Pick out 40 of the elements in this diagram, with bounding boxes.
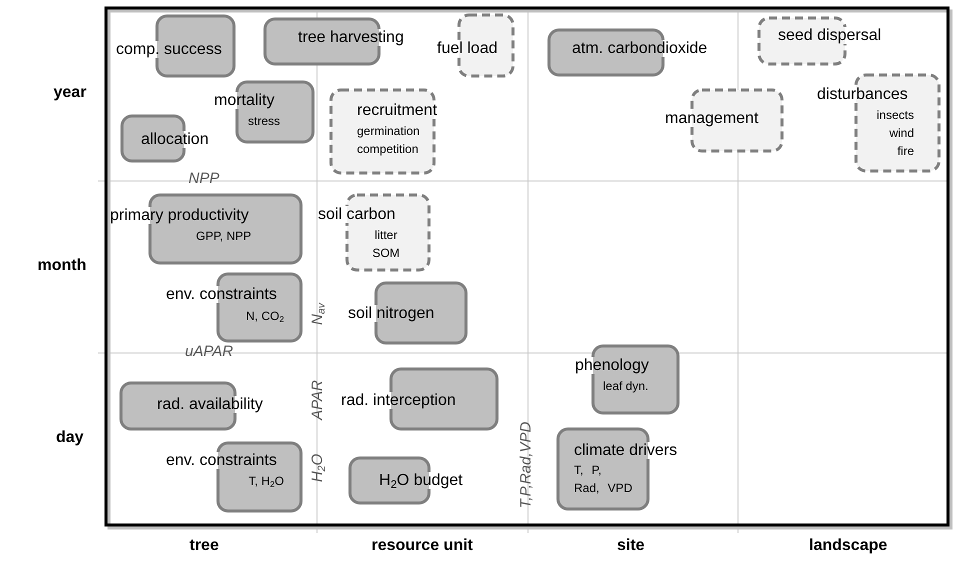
node-label: seed dispersal [778, 27, 882, 45]
node-label: fuel load [437, 40, 498, 58]
row-label: day [56, 429, 84, 447]
node-label: env. constraints [166, 286, 277, 304]
node-label: mortality [214, 92, 274, 110]
node-label: climate drivers [574, 442, 678, 460]
node-label: soil carbon [318, 206, 396, 224]
node-label: env. constraints [166, 452, 277, 470]
node-detail: T, H$_{2}$O [248, 473, 284, 490]
node-label: phenology [575, 357, 649, 375]
node-label: management [665, 110, 758, 128]
node-label: recruitment [357, 102, 438, 120]
node-label: allocation [141, 131, 209, 149]
node-label: rad. availability [157, 396, 263, 414]
node-detail: germination competition [357, 123, 421, 158]
node-detail: leaf dyn. [603, 378, 648, 395]
node-detail: insects wind fire [876, 107, 914, 160]
node-label: soil nitrogen [348, 305, 434, 323]
node-label: rad. interception [341, 392, 456, 410]
node-label: disturbances [817, 86, 908, 104]
node-detail: N, CO$_{2}$ [244, 308, 284, 325]
node-label: atm. carbondioxide [572, 40, 708, 58]
node-detail: litter SOM [371, 227, 401, 262]
variable-label: uAPAR [185, 343, 234, 361]
node-label: H$_{2}$O budget [379, 472, 463, 490]
variable-label: APAR [308, 380, 327, 420]
column-label: landscape [809, 537, 888, 555]
node-label: tree harvesting [298, 29, 404, 47]
node-detail: stress [248, 113, 280, 130]
variable-label: NPP [188, 170, 220, 188]
row-label: month [38, 257, 86, 275]
row-label: year [54, 84, 86, 102]
node-detail: T, P, Rad, VPD [574, 462, 634, 497]
variable-label: T,P,Rad,VPD [516, 422, 535, 508]
column-label: resource unit [372, 537, 473, 555]
node-detail: GPP, NPP [196, 228, 252, 245]
node-label: comp. success [116, 41, 222, 59]
node-label: primary productivity [110, 207, 249, 225]
column-label: tree [190, 537, 219, 555]
column-label: site [617, 537, 645, 555]
